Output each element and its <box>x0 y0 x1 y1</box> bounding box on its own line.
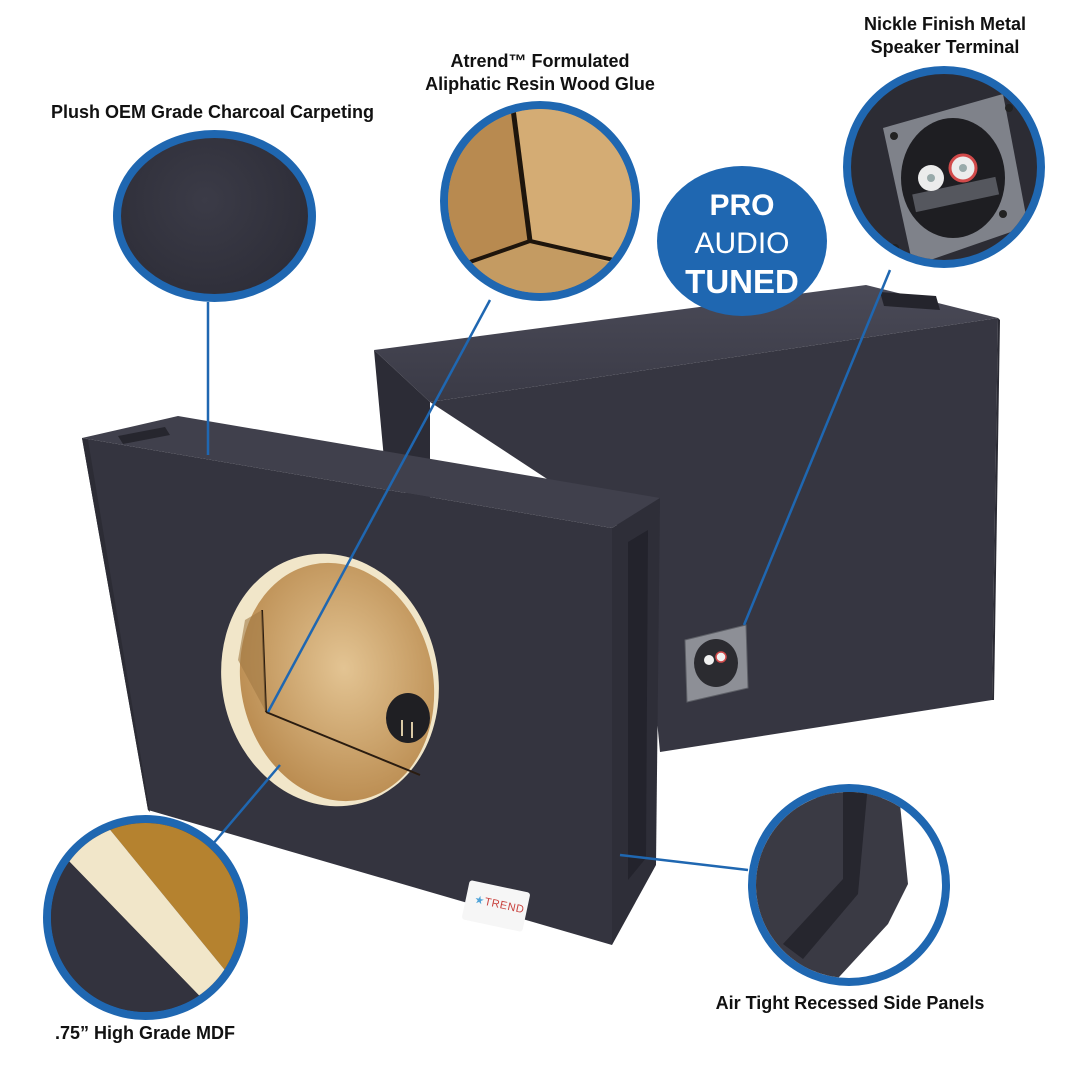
rear-speaker-terminal <box>684 624 749 703</box>
label-wood-glue: Atrend™ Formulated Aliphatic Resin Wood … <box>425 51 655 94</box>
callout-glue-detail <box>440 101 640 301</box>
mdf-edge-illustration <box>51 823 240 1012</box>
callout-terminal-detail <box>843 66 1045 268</box>
internal-terminal-cup <box>386 693 430 743</box>
callout-mdf-detail <box>43 815 248 1020</box>
callout-carpet-detail <box>113 130 316 302</box>
pro-audio-tuned-badge: PRO AUDIO TUNED <box>657 166 827 316</box>
brand-logo-plate <box>462 880 530 932</box>
label-mdf: .75” High Grade MDF <box>54 1023 236 1043</box>
label-speaker-terminal: Nickle Finish Metal Speaker Terminal <box>863 14 1027 57</box>
label-side-panels: Air Tight Recessed Side Panels <box>715 993 985 1013</box>
front-enclosure <box>82 416 660 945</box>
terminal-cup-illustration <box>883 94 1028 260</box>
label-carpeting: Plush OEM Grade Charcoal Carpeting <box>50 102 375 122</box>
recessed-panel-illustration <box>756 792 908 978</box>
callout-side-panel-detail <box>748 784 950 986</box>
glue-joint-illustration <box>448 109 632 293</box>
